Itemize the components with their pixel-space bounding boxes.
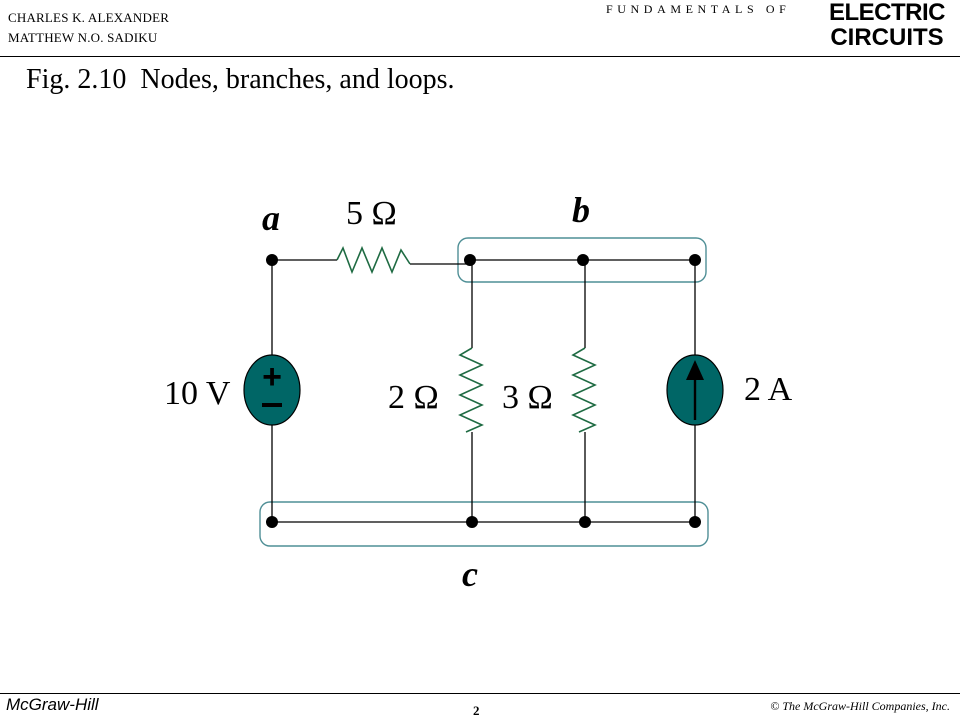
resistor-2-ohm [458,347,484,433]
node-label-b: b [572,190,590,230]
author-name: MATTHEW N.O. SADIKU [8,30,158,45]
figure-title: Fig. 2.10 Nodes, branches, and loops. [26,64,455,95]
up-arrow-icon [686,360,704,380]
author-name: CHARLES K. ALEXANDER [8,10,170,25]
node-dot [689,254,701,266]
plus-sign: + [262,358,282,396]
voltage-source-10v: + [243,354,301,426]
resistor-5-ohm-label: 5 Ω [346,195,397,232]
node-dots [266,254,701,528]
node-dot [577,254,589,266]
current-source-label: 2 A [744,371,793,408]
node-b-outline [457,237,707,283]
node-dot [464,254,476,266]
node-dot [266,254,278,266]
series-title: FUNDAMENTALS OF [606,2,791,16]
node-label-c: c [462,554,478,594]
copyright-notice: © The McGraw-Hill Companies, Inc. [770,699,950,713]
node-dot [266,516,278,528]
wires [271,259,696,523]
book-logo: ELECTRIC CIRCUITS [820,0,954,54]
node-dot [466,516,478,528]
logo-line: CIRCUITS [830,24,944,51]
node-dot [689,516,701,528]
minus-sign [262,403,282,407]
node-label-a: a [262,198,280,238]
author-block: CHARLES K. ALEXANDER MATTHEW N.O. SADIKU [8,8,169,48]
resistor-3-ohm-label: 3 Ω [502,379,553,416]
current-source-2a [666,354,724,426]
circuit-diagram: + a b c 5 Ω 2 Ω 3 Ω 10 V 2 A [164,190,793,594]
node-c-outline [259,501,709,547]
node-dot [579,516,591,528]
resistor-3-ohm [571,347,597,433]
voltage-source-label: 10 V [164,375,231,412]
page-number: 2 [473,703,480,718]
resistor-2-ohm-label: 2 Ω [388,379,439,416]
logo-line: ELECTRIC [829,0,946,26]
header-divider [0,56,960,57]
resistor-5-ohm [336,245,411,275]
publisher-name: McGraw-Hill [6,695,99,714]
footer-divider [0,693,960,694]
